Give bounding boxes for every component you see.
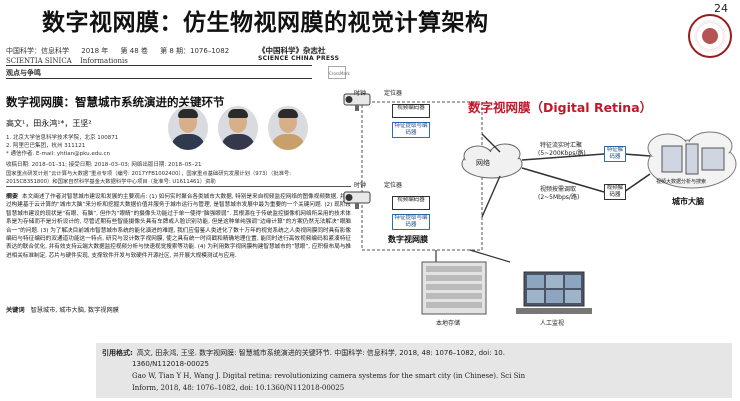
video-encoder-box-2: 视频编码器 <box>392 196 430 210</box>
retina-enclosure <box>361 101 483 251</box>
city-brain-label: 城市大脑 <box>672 197 704 206</box>
publisher-logo-cn: 《中国科学》杂志社 <box>258 46 326 55</box>
paper-keywords: 关键词智慧城市, 城市大脑, 数字视网膜 <box>6 305 119 314</box>
section-divider <box>6 78 312 79</box>
abstract-label: 摘要 <box>6 193 19 200</box>
corresponding-author: * 通信作者. E-mail: yhtian@pku.edu.cn <box>6 151 110 157</box>
abstract-text: 本文阐述了作者对智慧城市建设和发展的主要观点: (1) 如何实时聚合各类城市大数… <box>6 194 351 259</box>
paper-authors: 高文¹，田永鸿¹*，王坚² <box>6 119 92 128</box>
citation-box: 引用格式:高文, 田永鸿, 王坚. 数字视网膜: 智慧城市系统演进的关键环节. … <box>96 343 732 398</box>
citation-cn-line: 引用格式:高文, 田永鸿, 王坚. 数字视网膜: 智慧城市系统演进的关键环节. … <box>102 348 505 358</box>
slide-page-number: 24 <box>714 2 728 15</box>
journal-year: 2018 年 <box>81 47 109 55</box>
locator-label: 定位器 <box>384 90 403 97</box>
diagram-lines <box>343 93 737 315</box>
journal-info-cn: 中国科学：信息科学 2018 年 第 48 卷 第 8 期：1076–1082 <box>6 46 239 56</box>
author-photo-1 <box>168 106 208 150</box>
journal-volume: 第 48 卷 <box>120 47 148 55</box>
monitor-wall-icon <box>516 271 592 314</box>
journal-name-en-1: SCIENTIA SINICA <box>6 57 72 65</box>
publisher-logo-en: SCIENCE CHINA PRESS <box>258 55 340 62</box>
video-encoder-box-1: 视频编码器 <box>392 104 430 118</box>
city-brain-cloud-icon <box>647 131 737 189</box>
funding-line-1: 国家重点研发计划“云计算与大数据”重点专项（编号: 2017YFB1002400… <box>6 171 292 177</box>
feature-decoder-box: 特征解码器 <box>604 146 626 162</box>
author-photo-3 <box>268 106 308 150</box>
citation-en-cont: Inform, 2018, 48: 1076–1082, doi: 10.136… <box>132 384 345 392</box>
diagram-title: 数字视网膜（Digital Retina） <box>468 100 653 115</box>
affiliation-2: 2. 阿里巴巴集团，杭州 311121 <box>6 143 86 149</box>
citation-cn-cont: 1360/N112018-00025 <box>132 360 209 368</box>
digital-retina-diagram: 数字视网膜（Digital Retina） 时钟 定位器 视频编码器 特征提取与… <box>340 82 740 342</box>
video-rate-label: (2~5Mbps/路) <box>538 194 580 201</box>
manual-monitor-label: 人工监视 <box>540 320 565 327</box>
section-tag: 观点与争鸣 <box>6 69 41 77</box>
clock-label-2: 时钟 <box>354 182 367 189</box>
keywords-label: 关键词 <box>6 307 25 314</box>
header-divider <box>6 65 312 66</box>
feature-rate-label: (5~200Kbps/路) <box>538 150 586 157</box>
camera-icon <box>343 191 371 209</box>
network-cloud-icon <box>461 143 523 179</box>
abstract-divider <box>6 186 351 187</box>
feature-encoder-box-1: 特征提取与编码器 <box>392 122 430 138</box>
crossmark-icon: CrossMark <box>328 66 350 79</box>
journal-name: 中国科学：信息科学 <box>6 47 69 55</box>
clock-label: 时钟 <box>354 90 367 97</box>
journal-name-en-2: Informationis <box>79 57 128 65</box>
university-seal-logo <box>688 14 732 58</box>
bigdata-analysis-label: 视频大数据分析与搜索 <box>656 179 707 185</box>
paper-dates: 收稿日期: 2018–01–31; 接受日期: 2018–03–03; 网络出版… <box>6 162 202 168</box>
digital-retina-label: 数字视网膜 <box>388 235 428 244</box>
paper-abstract: 摘要本文阐述了作者对智慧城市建设和发展的主要观点: (1) 如何实时聚合各类城市… <box>6 193 351 260</box>
citation-cn: 高文, 田永鸿, 王坚. 数字视网膜: 智慧城市系统演进的关键环节. 中国科学:… <box>136 349 505 357</box>
video-stream-label: 视频按需调取 <box>540 186 577 193</box>
slide-title: 数字视网膜：仿生物视网膜的视觉计算架构 <box>42 10 489 36</box>
camera-icon <box>343 93 371 111</box>
funding-line-2: 2015CB351800）和国家自然科学基金大数据科学中心项目（批准号: U16… <box>6 179 216 185</box>
feature-stream-label: 特征流实时汇聚 <box>540 142 583 149</box>
network-label: 网络 <box>476 159 490 167</box>
video-decoder-box: 视频解码器 <box>604 184 626 200</box>
local-storage-icon <box>421 261 487 315</box>
journal-info-en: SCIENTIA SINICA Informationis <box>6 57 134 65</box>
author-photo-2 <box>218 106 258 150</box>
affiliation-1: 1. 北京大学信息科学技术学院，北京 100871 <box>6 135 119 141</box>
citation-label: 引用格式: <box>102 349 133 357</box>
local-storage-label: 本地存储 <box>436 320 461 327</box>
citation-en: Gao W, Tian Y H, Wang J. Digital retina:… <box>132 372 526 380</box>
journal-issue: 第 8 期：1076–1082 <box>160 47 230 55</box>
feature-encoder-box-2: 特征提取与编码器 <box>392 214 430 230</box>
keywords-text: 智慧城市, 城市大脑, 数字视网膜 <box>30 307 119 314</box>
paper-title: 数字视网膜：智慧城市系统演进的关键环节 <box>6 95 225 109</box>
locator-label-2: 定位器 <box>384 182 403 189</box>
